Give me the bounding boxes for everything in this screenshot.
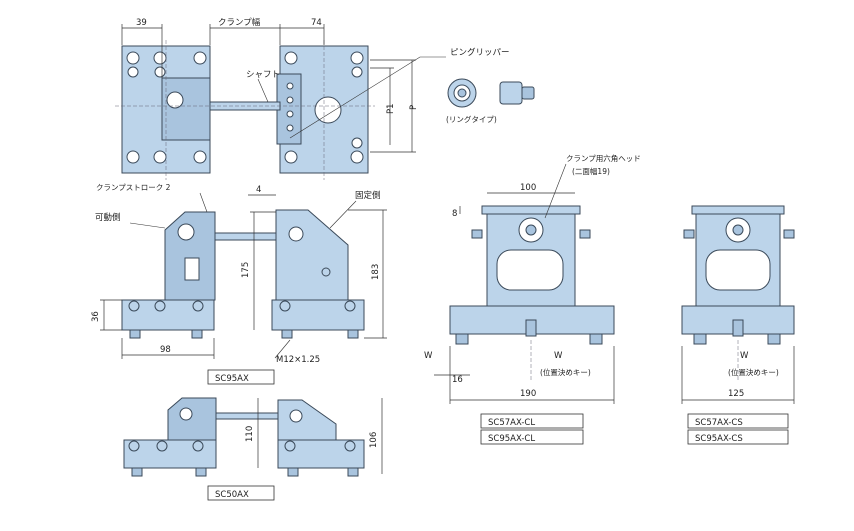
label-key-note2: (位置決めキー) — [728, 367, 779, 377]
top-view: 39 クランプ幅 74 P1 P シャフト ピングリッパー — [115, 17, 510, 180]
side-shaft — [214, 232, 277, 241]
fixed-jaw — [275, 209, 349, 301]
pin-gripper-detail: (リングタイプ) — [446, 78, 535, 124]
front-view-cl: クランプ用六角ヘッド (二面幅19) 100 8 190 W 16 W (位置決… — [424, 153, 641, 445]
label-w3: W — [740, 351, 749, 361]
dim-98: 98 — [160, 345, 171, 355]
dim-clamp-width: クランプ幅 — [218, 17, 261, 28]
dim-175: 175 — [241, 262, 251, 278]
tag-sc50ax — [207, 485, 275, 501]
dim-16: 16 — [452, 375, 463, 385]
label-thread: M12×1.25 — [276, 355, 320, 365]
label-shaft: シャフト — [246, 70, 280, 80]
top-movable-block — [161, 77, 211, 141]
tag-sc50ax-text: SC50AX — [215, 490, 249, 500]
tag-sc57ax-cs — [687, 413, 789, 429]
side-view-sc50ax: 110 106 SC50AX — [123, 397, 383, 501]
label-hex-head: クランプ用六角ヘッド — [566, 153, 641, 163]
tag-sc95ax-text: SC95AX — [215, 374, 249, 384]
tag-sc57ax-cs-text: SC57AX-CS — [695, 418, 743, 428]
tag-sc95ax-cs — [687, 429, 789, 445]
label-clamp-stroke: クランプストローク 2 — [96, 183, 171, 192]
dim-39: 39 — [136, 18, 147, 28]
label-fixed-side: 固定側 — [355, 190, 381, 201]
dim-p: P — [409, 105, 419, 110]
dim-100: 100 — [520, 183, 536, 193]
tag-sc95ax-cs-text: SC95AX-CS — [695, 434, 743, 444]
dim-190: 190 — [520, 389, 536, 399]
label-ring-type: (リングタイプ) — [446, 114, 497, 124]
tag-sc95ax-cl — [480, 429, 584, 445]
label-hex-head-sub: (二面幅19) — [572, 166, 610, 176]
tag-sc57ax-cl-text: SC57AX-CL — [488, 418, 535, 428]
dim-106: 106 — [369, 432, 379, 448]
label-w2: W — [554, 351, 563, 361]
dim-110: 110 — [245, 426, 255, 442]
dim-125: 125 — [728, 389, 744, 399]
tag-sc57ax-cl — [480, 413, 584, 429]
dim-8: 8 — [452, 209, 457, 219]
label-key-note: (位置決めキー) — [540, 367, 591, 377]
dim-74: 74 — [311, 18, 322, 28]
dim-p1: P1 — [386, 103, 396, 114]
tag-sc95ax — [207, 369, 275, 385]
movable-jaw — [164, 211, 216, 301]
dim-183: 183 — [371, 264, 381, 280]
dim-36: 36 — [91, 311, 101, 322]
dim-4: 4 — [256, 185, 261, 195]
label-movable-side: 可動側 — [95, 212, 121, 223]
front-view-cs: 125 W (位置決めキー) SC57AX-CS SC95AX-CS — [681, 205, 795, 445]
label-pin-gripper: ピングリッパー — [450, 47, 510, 58]
tag-sc95ax-cl-text: SC95AX-CL — [488, 434, 535, 444]
label-w1: W — [424, 351, 433, 361]
side-view-sc95ax: クランプストローク 2 可動側 4 固定側 175 183 36 98 M12×… — [91, 183, 387, 385]
